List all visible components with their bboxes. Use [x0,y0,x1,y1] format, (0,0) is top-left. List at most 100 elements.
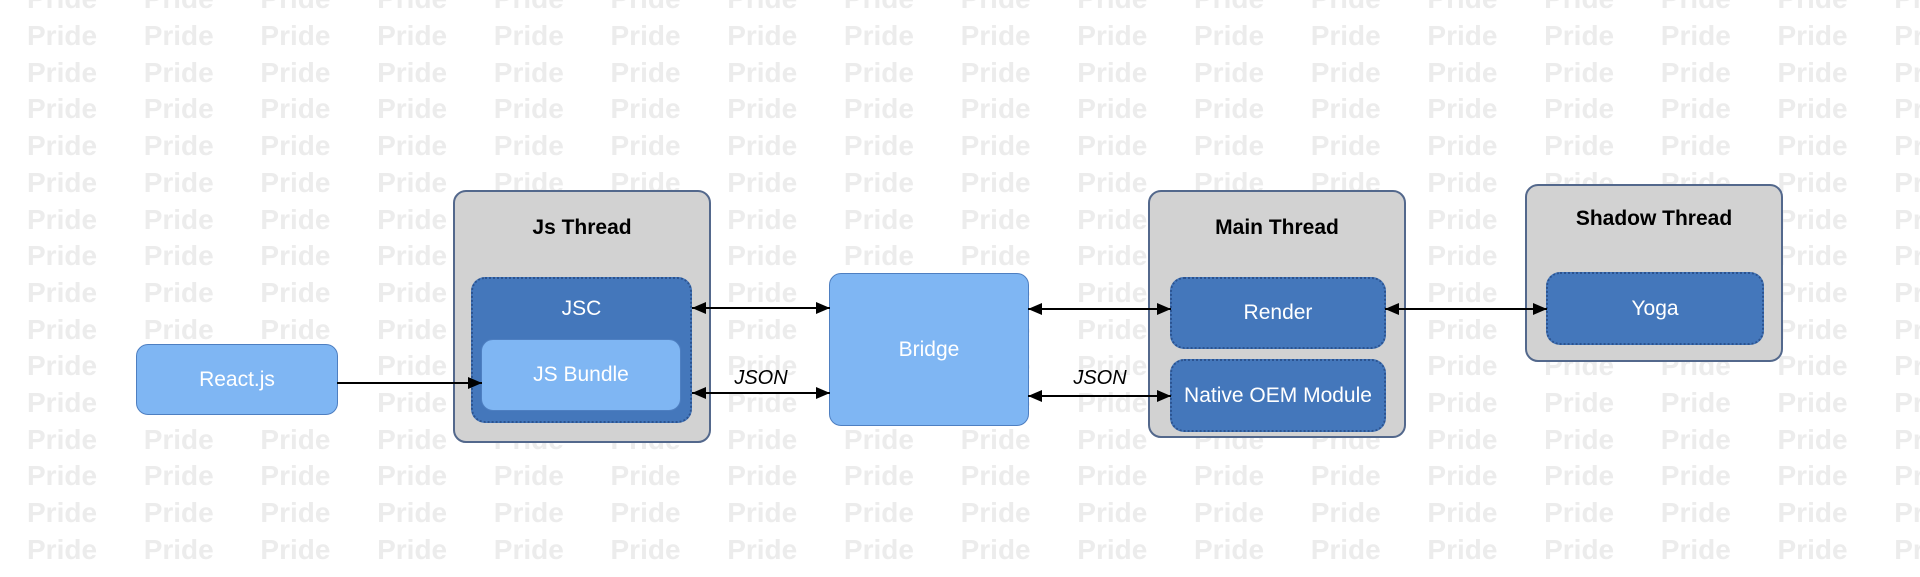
watermark-text: Pride [1427,460,1498,492]
watermark-text: Pride [1777,240,1848,272]
watermark-text: Pride [27,460,98,492]
watermark-text: Pride [843,93,914,125]
watermark-text: Pride [27,166,98,198]
watermark-text: Pride [610,93,681,125]
watermark-text: Pride [143,423,214,455]
watermark-text: Pride [27,497,98,529]
watermark-text: Pride [1660,20,1731,51]
watermark-text: Pride [1660,423,1731,455]
watermark-text: Pride [377,20,448,51]
watermark-text: Pride [143,497,214,529]
watermark-text: Pride [1427,20,1498,51]
watermark-text: Pride [494,0,564,13]
arrow-bridge-native [1028,390,1171,402]
watermark-text: Pride [610,460,681,492]
watermark-text: Pride [377,0,447,13]
watermark-text: Pride [1427,497,1498,529]
watermark-text: Pride [1660,533,1731,565]
watermark-text: Pride [1427,166,1498,198]
native-oem-module-label: Native OEM Module [1184,383,1372,407]
watermark-text: Pride [1777,130,1848,162]
watermark-text: Pride [260,130,331,162]
arrow-jsc-bridge-top [692,302,830,314]
watermark-text: Pride [1077,350,1148,382]
watermark-text: Pride [610,20,681,51]
watermark-text: Pride [1310,460,1381,492]
watermark-text: Pride [143,203,214,235]
watermark-text: Pride [143,20,214,51]
watermark-text: Pride [1311,0,1381,13]
watermark-text: Pride [377,240,448,272]
yoga-box: Yoga [1546,272,1764,345]
watermark-text: Pride [843,460,914,492]
watermark-text: Pride [1077,20,1148,51]
watermark-text: Pride [493,20,564,51]
watermark-text: Pride [1544,533,1615,565]
watermark-text: Pride [727,350,798,382]
watermark-text: Pride [1310,93,1381,125]
watermark-text: Pride [1894,130,1920,162]
watermark-text: Pride [260,20,331,51]
watermark-text: Pride [1310,533,1381,565]
watermark-text: Pride [377,203,448,235]
watermark-text: Pride [1310,497,1381,529]
watermark-text: Pride [1660,56,1731,88]
watermark-text: Pride [727,20,798,51]
watermark-text: Pride [1660,130,1731,162]
watermark-text: Pride [143,313,214,345]
watermark-text: Pride [377,313,448,345]
watermark-text: Pride [493,130,564,162]
watermark-text: Pride [1544,497,1615,529]
watermark-text: Pride [1077,313,1148,345]
watermark-text: Pride [260,533,331,565]
watermark-text: Pride [493,533,564,565]
watermark-text: Pride [27,350,98,382]
watermark-text: Pride [960,533,1031,565]
watermark-text: Pride [1077,166,1148,198]
watermark-text: Pride [143,276,214,308]
watermark-text: Pride [1894,93,1920,125]
watermark-text: Pride [493,460,564,492]
watermark-text: Pride [1310,56,1381,88]
bridge-box: Bridge [829,273,1029,426]
watermark-text: Pride [960,56,1031,88]
watermark-text: Pride [1077,203,1148,235]
watermark-text: Pride [377,497,448,529]
arrow-react-to-jsbundle [337,377,482,389]
watermark-text: Pride [843,56,914,88]
watermark-text: Pride [377,533,448,565]
watermark-text: Pride [1427,350,1498,382]
watermark-text: Pride [611,0,681,13]
watermark-text: Pride [27,0,97,13]
watermark-text: Pride [1427,387,1498,418]
watermark-text: Pride [1894,387,1920,418]
yoga-label: Yoga [1631,296,1679,320]
watermark-text: Pride [960,20,1031,51]
watermark-text: Pride [1660,460,1731,492]
watermark-text: Pride [1310,20,1381,51]
watermark-text: Pride [1660,497,1731,529]
render-label: Render [1243,301,1313,324]
watermark-text: Pride [144,0,214,13]
watermark-text: Pride [1777,460,1848,492]
watermark-text: Pride [1544,20,1615,51]
watermark-text: Pride [844,0,914,13]
react-box: React.js [136,344,338,415]
watermark-text: Pride [260,0,330,13]
watermark-text: Pride [377,93,448,125]
watermark-text: Pride [260,93,331,125]
watermark-text: Pride [960,203,1031,235]
watermark-text: Pride [843,20,914,51]
watermark-text: Pride [727,460,798,492]
watermark-text: Pride [1894,313,1920,345]
watermark-text: Pride [27,20,98,51]
watermark-text: Pride [961,0,1031,13]
watermark-text: Pride [843,240,914,272]
watermark-text: Pride [143,533,214,565]
watermark-text: Pride [727,203,798,235]
watermark-text: Pride [960,497,1031,529]
watermark-text: Pride [1077,56,1148,88]
watermark-text: Pride [377,56,448,88]
watermark-text: Pride [377,130,448,162]
